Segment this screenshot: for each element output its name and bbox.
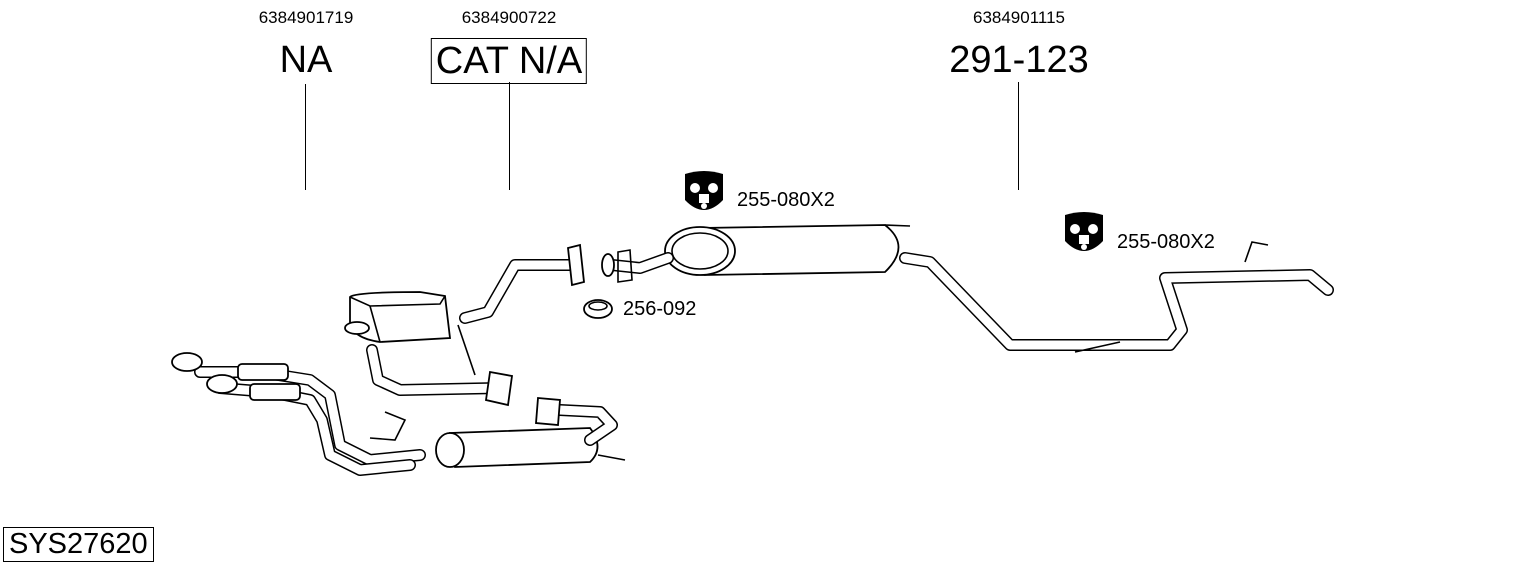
front-downpipe[interactable] <box>171 352 426 476</box>
part-label-catalyst[interactable]: CAT N/A <box>430 38 588 84</box>
mount-ref-label-2[interactable]: 255-080X2 <box>1117 231 1215 253</box>
part-label-rear-silencer[interactable]: 291-123 <box>949 39 1089 81</box>
system-id-badge: SYS27620 <box>3 527 154 562</box>
oem-number-catalyst: 6384900722 <box>461 8 557 27</box>
gasket-ref-label[interactable]: 256-092 <box>623 298 697 320</box>
leader-line-rear-silencer <box>1018 82 1019 190</box>
mount-ref-label-1[interactable]: 255-080X2 <box>737 189 835 211</box>
part-label-downpipe[interactable]: NA <box>279 39 333 81</box>
catalytic-converter[interactable] <box>344 243 585 407</box>
leader-line-catalyst <box>509 82 510 190</box>
rubber-mount-icon-2[interactable] <box>1065 212 1103 251</box>
middle-silencer[interactable] <box>601 224 911 283</box>
oem-number-rear-silencer: 6384901115 <box>972 8 1066 27</box>
oem-number-downpipe: 6384901719 <box>258 8 354 27</box>
gasket-icon[interactable] <box>583 299 613 319</box>
front-silencer[interactable] <box>435 397 626 468</box>
rear-pipe[interactable] <box>899 241 1334 353</box>
leader-line-downpipe <box>305 84 306 190</box>
rubber-mount-icon-1[interactable] <box>685 171 723 210</box>
